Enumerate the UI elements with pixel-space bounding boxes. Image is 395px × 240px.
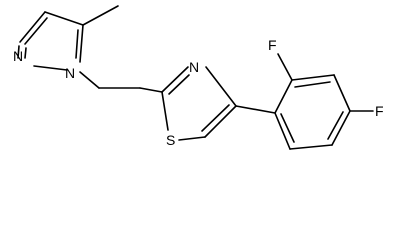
atom-label-n: N (189, 59, 199, 75)
atom-label-n: N (65, 65, 75, 81)
bond-lines (17, 5, 374, 150)
atom-label-n: N (13, 48, 23, 64)
molecule-structure: N N N S F F (13, 5, 384, 150)
atom-label-f: F (268, 37, 277, 53)
atom-label-f: F (375, 103, 384, 119)
atom-label-s: S (166, 132, 175, 148)
atom-labels: N N N S F F (13, 37, 384, 148)
